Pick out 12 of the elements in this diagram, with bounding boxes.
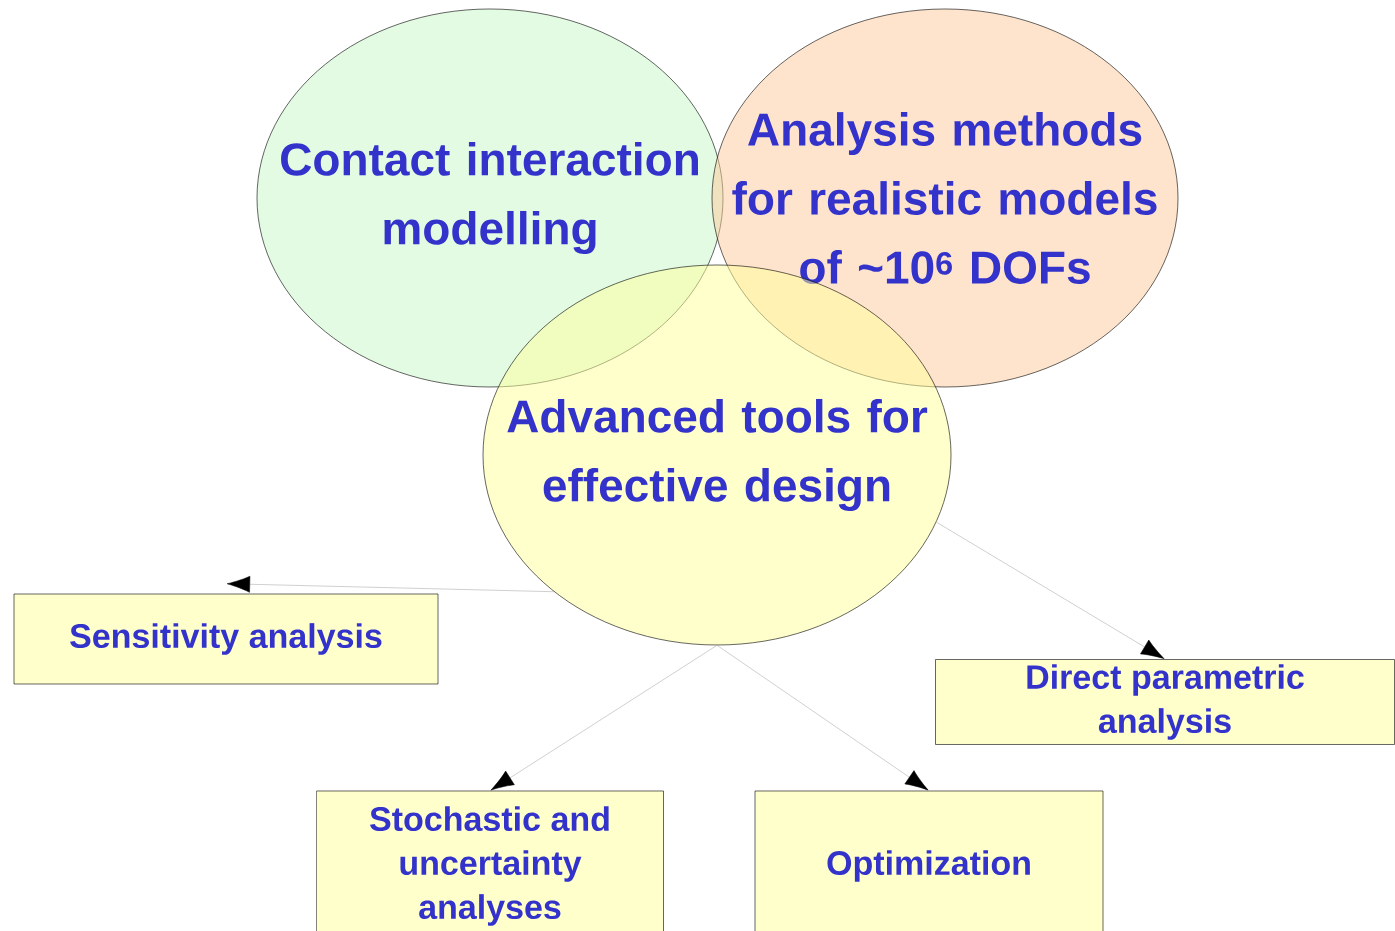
arrow [936,521,1165,659]
circle-label: Advanced tools for effective design [507,398,928,512]
arrow [490,645,718,791]
process-box: Direct parametric analysis [935,659,1395,745]
process-box: Stochastic and uncertainty analyses [316,790,664,931]
ellipse [711,8,1179,388]
circle-label: Analysis methods for realistic models of ~10$^{6}$ DOFs [732,112,1157,284]
arrow [716,645,929,791]
arrow [226,575,555,593]
process-box: Optimization [754,790,1104,931]
process-box: Sensitivity analysis [13,593,439,685]
circle-label: Contact interaction modelling [281,141,698,255]
